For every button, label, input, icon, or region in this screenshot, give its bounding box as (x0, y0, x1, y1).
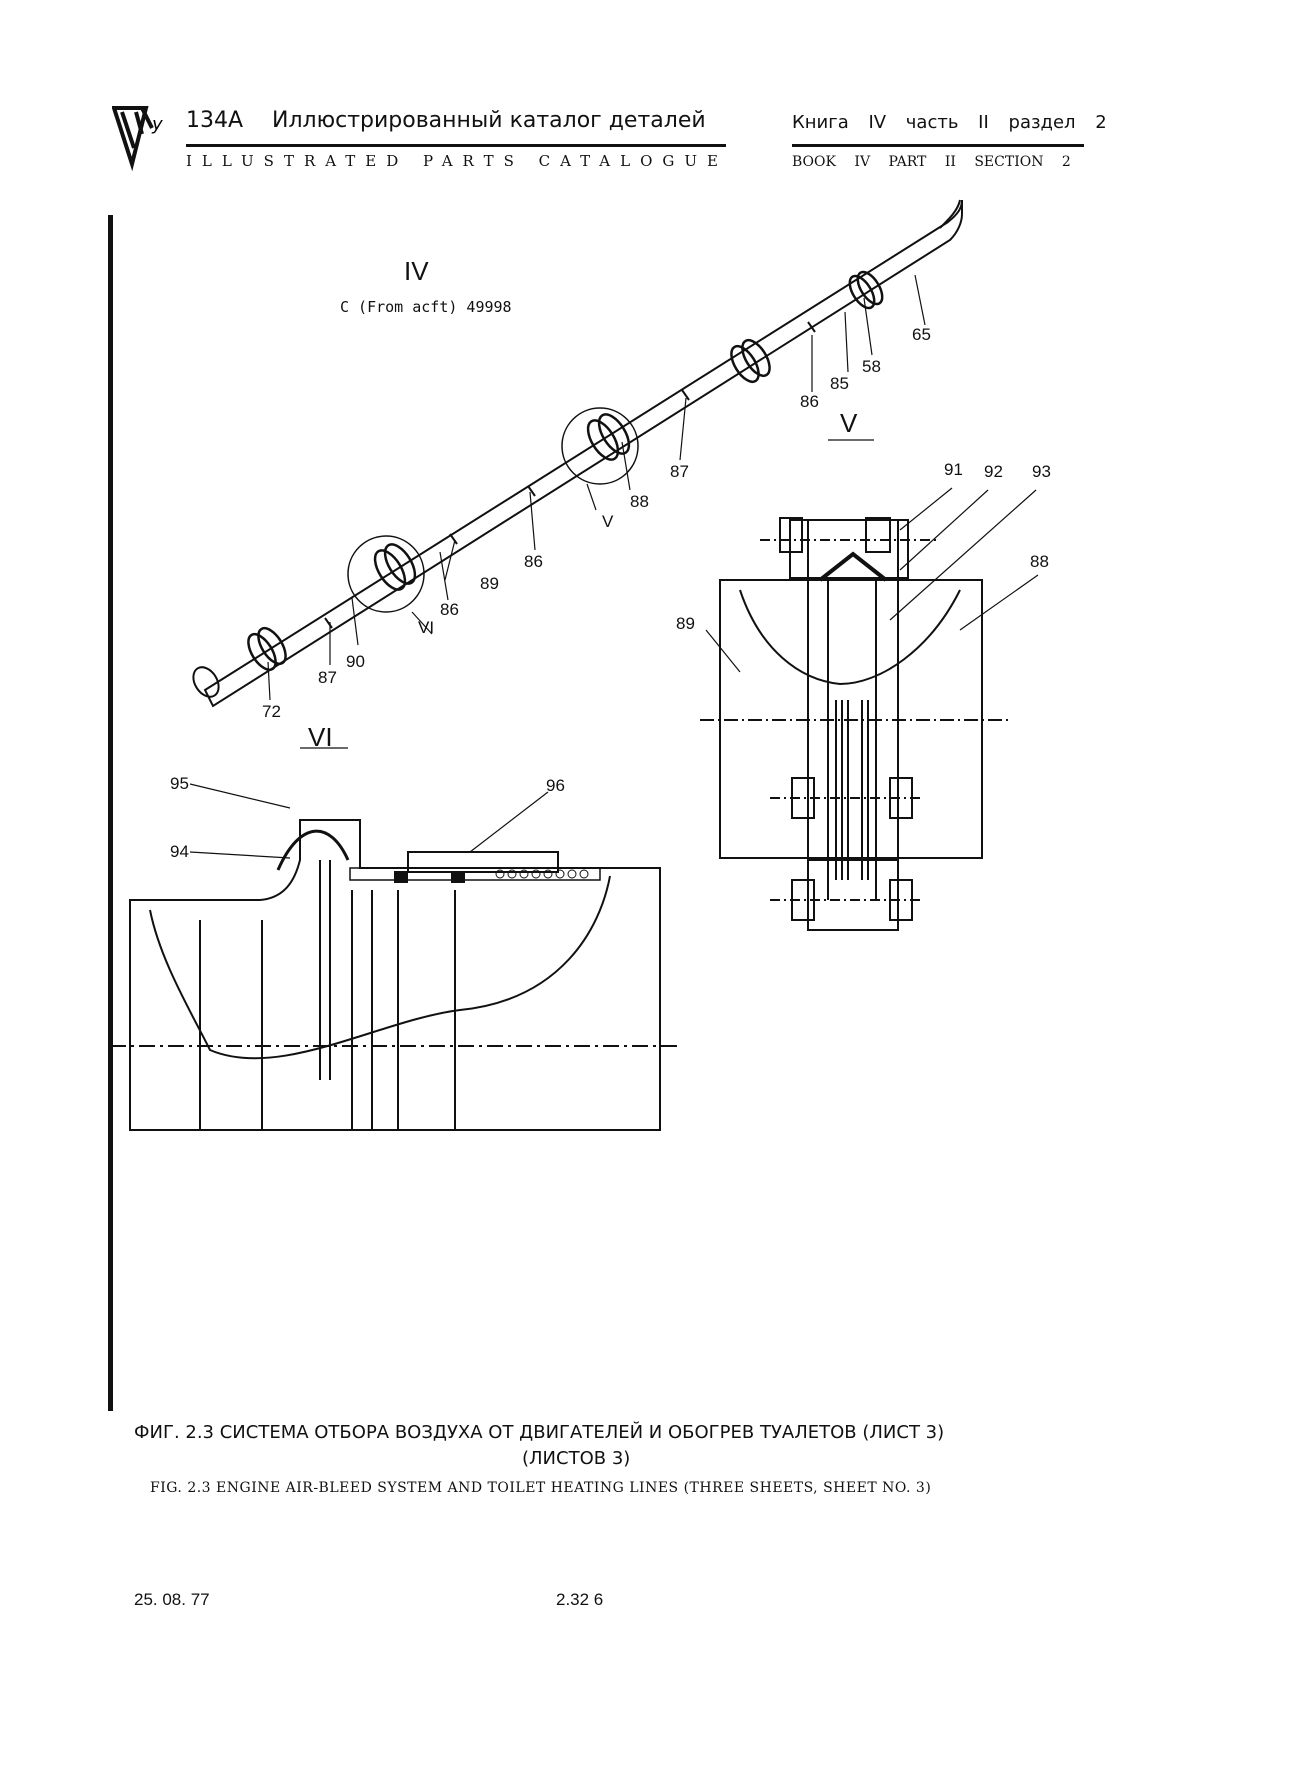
callout-89-a: 89 (480, 574, 499, 593)
detail-ref-vi: VI (418, 618, 435, 637)
view-vi-label: VI (308, 722, 333, 752)
view-v-label: V (840, 408, 858, 438)
callout-96: 96 (546, 776, 565, 795)
header-rule-left (186, 144, 726, 147)
catalogue-title-en: ILLUSTRATED PARTS CATALOGUE (186, 152, 728, 170)
detail-ref-v: V (602, 512, 614, 531)
catalogue-code: 134A (186, 108, 244, 133)
figure-caption-ru-sheets: (ЛИСТОВ 3) (522, 1448, 631, 1469)
section-view-vi (110, 783, 680, 1131)
view-iv-label: IV (404, 256, 429, 286)
callout-95: 95 (170, 774, 189, 793)
svg-text:y: y (151, 114, 163, 135)
callout-93: 93 (1032, 462, 1051, 481)
callout-91: 91 (944, 460, 963, 479)
section-view-v (700, 487, 1039, 931)
callout-87-a: 87 (670, 462, 689, 481)
pipe-assembly-iv (192, 199, 963, 708)
callout-86-b: 86 (524, 552, 543, 571)
callout-85: 85 (830, 374, 849, 393)
callout-88-b: 88 (1030, 552, 1049, 571)
callout-94: 94 (170, 842, 189, 861)
book-section-en: BOOK IV PART II SECTION 2 (792, 154, 1071, 170)
catalogue-logo: y (111, 104, 180, 176)
parts-drawing (110, 199, 1039, 1131)
callout-86-c: 86 (440, 600, 459, 619)
callout-92: 92 (984, 462, 1003, 481)
callout-90: 90 (346, 652, 365, 671)
callout-89-b: 89 (676, 614, 695, 633)
callout-58: 58 (862, 357, 881, 376)
book-section-ru: Книга IV часть II раздел 2 (792, 112, 1107, 133)
callout-86-a: 86 (800, 392, 819, 411)
callout-72: 72 (262, 702, 281, 721)
binding-bar (108, 215, 113, 1411)
figure-caption-ru: ФИГ. 2.3 СИСТЕМА ОТБОРА ВОЗДУХА ОТ ДВИГА… (134, 1422, 945, 1443)
effectivity-note: C (From acft) 49998 (340, 298, 512, 316)
logo-icon: y (111, 106, 163, 172)
page-number: 2.32 6 (556, 1590, 604, 1609)
figure-caption-en: FIG. 2.3 ENGINE AIR-BLEED SYSTEM AND TOI… (150, 1480, 932, 1496)
callout-87-b: 87 (318, 668, 337, 687)
issue-date: 25. 08. 77 (134, 1590, 210, 1609)
catalogue-title-ru: Иллюстрированный каталог деталей (272, 108, 706, 133)
callout-88-a: 88 (630, 492, 649, 511)
header-rule-right (792, 144, 1084, 147)
callout-65: 65 (912, 325, 931, 344)
